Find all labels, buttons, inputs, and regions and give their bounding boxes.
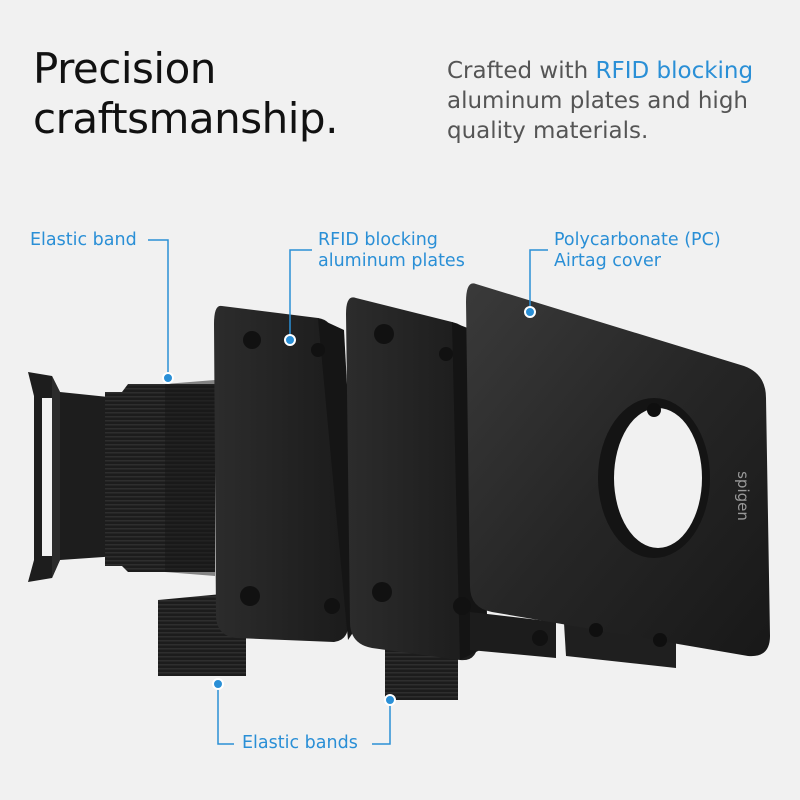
headline-line-2: craftsmanship. — [33, 94, 338, 143]
subtitle-highlight: RFID blocking — [595, 58, 754, 84]
subtitle: Crafted with RFID blocking aluminum plat… — [447, 56, 792, 146]
subtitle-line-3: quality materials. — [447, 118, 649, 144]
subtitle-line-2: aluminum plates and high — [447, 88, 748, 114]
buckle-clip — [28, 372, 118, 582]
callout-leader-lines — [148, 239, 548, 745]
callout-elastic-band-label: Elastic band — [30, 230, 137, 250]
elastic-band — [105, 380, 215, 576]
callout-dots — [162, 306, 536, 706]
page-headline: Precision craftsmanship. — [33, 44, 338, 144]
callout-elastic-band: Elastic band — [30, 230, 137, 251]
callout-elastic-bands-label: Elastic bands — [242, 733, 358, 753]
callout-elastic-bands: Elastic bands — [242, 733, 358, 754]
airtag-cover: spigen — [466, 283, 770, 668]
headline-line-1: Precision — [33, 44, 216, 93]
callout-pc-line-1: Polycarbonate (PC) — [554, 230, 721, 250]
rfid-plate-back — [214, 305, 360, 642]
callout-pc-cover: Polycarbonate (PC) Airtag cover — [554, 230, 721, 272]
callout-rfid-plates: RFID blocking aluminum plates — [318, 230, 465, 272]
subtitle-prefix: Crafted with — [447, 58, 596, 84]
brand-logo: spigen — [734, 471, 752, 521]
callout-rfid-line-1: RFID blocking — [318, 230, 438, 250]
callout-pc-line-2: Airtag cover — [554, 251, 661, 271]
callout-rfid-line-2: aluminum plates — [318, 251, 465, 271]
